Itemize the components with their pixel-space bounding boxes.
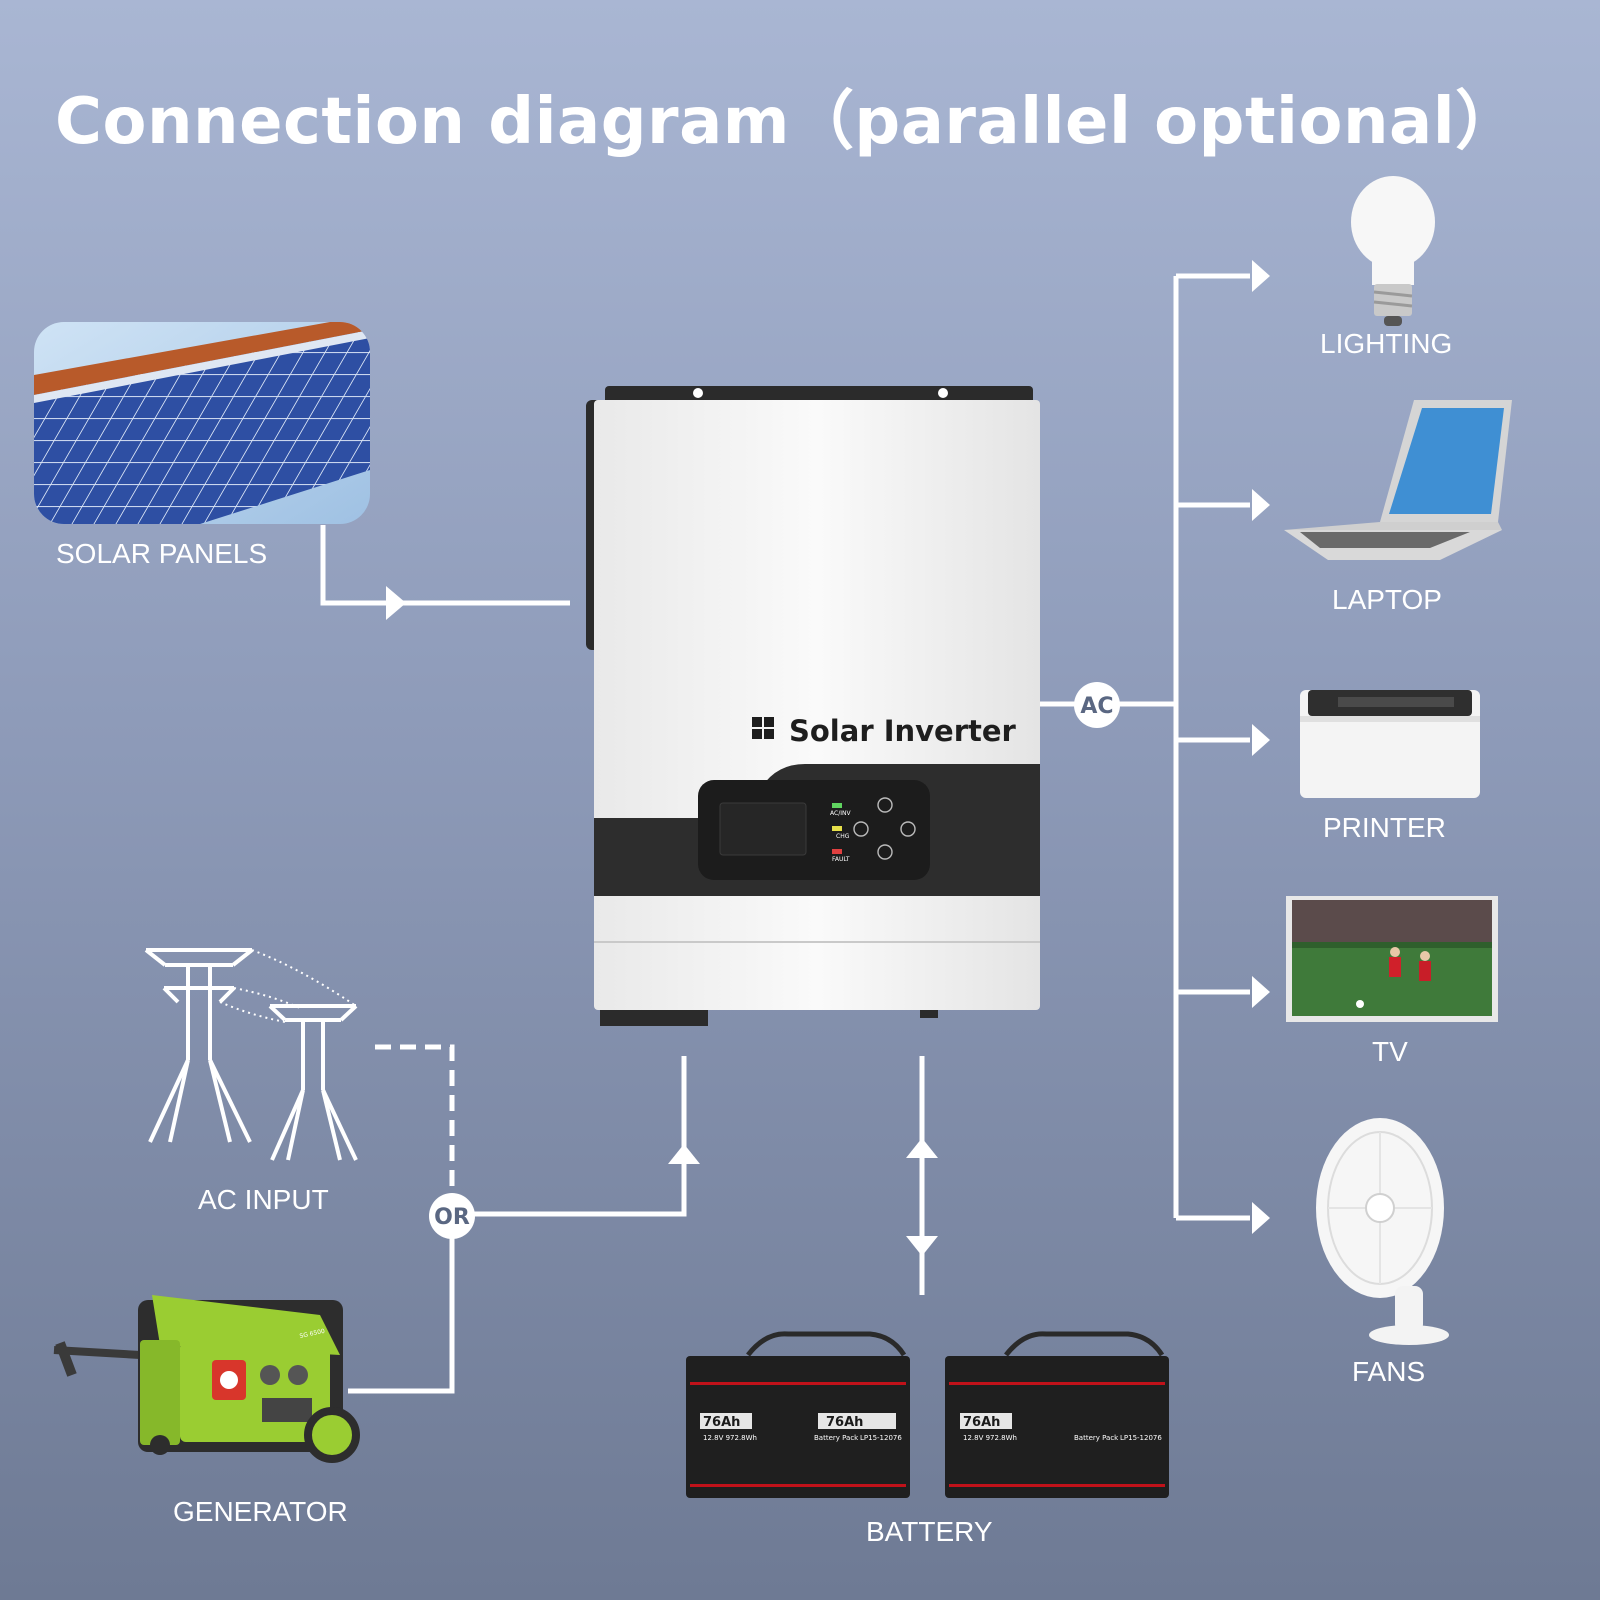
label-generator: GENERATOR	[173, 1496, 348, 1527]
solar-panel-image	[34, 322, 370, 524]
enter-button[interactable]	[900, 821, 916, 837]
label-ac-input: AC INPUT	[198, 1184, 329, 1215]
led-chg	[832, 826, 842, 831]
arrow-right-icon	[1252, 1202, 1270, 1234]
arrow-right-icon	[1252, 976, 1270, 1008]
printer-image	[1300, 690, 1480, 798]
label-solar-panels: SOLAR PANELS	[56, 538, 268, 569]
inverter-body	[594, 400, 1040, 1010]
battery-capacity: 76Ah	[703, 1415, 740, 1430]
connection-lines	[320, 273, 1250, 1394]
ac-badge: AC	[1074, 682, 1120, 728]
tv-image	[1286, 896, 1498, 1022]
label-laptop: LAPTOP	[1332, 584, 1442, 615]
svg-text:OR: OR	[434, 1205, 470, 1230]
laptop-image	[1284, 400, 1512, 560]
indicator-ac-inv: AC/INV	[830, 810, 851, 817]
arrow-right-icon	[1252, 260, 1270, 292]
inverter-unit: AC/INV CHG FAULT Solar Inverter	[586, 386, 1040, 1026]
led-fault	[832, 849, 842, 854]
input-to-inverter-line	[452, 1056, 687, 1217]
svg-text:Battery Pack: Battery Pack	[1074, 1434, 1119, 1442]
arrow-right-icon	[1252, 724, 1270, 756]
label-lighting: LIGHTING	[1320, 328, 1453, 359]
generator-image: SG 6500	[53, 1295, 360, 1463]
battery-capacity: 76Ah	[963, 1415, 1000, 1430]
svg-text:12.8V 972.8Wh: 12.8V 972.8Wh	[703, 1434, 757, 1442]
arrow-up-icon	[668, 1144, 700, 1164]
arrow-heads	[386, 260, 1270, 1256]
inverter-brand: Solar Inverter	[789, 714, 1017, 748]
svg-text:Battery Pack: Battery Pack	[814, 1434, 859, 1442]
led-ac-inv	[832, 803, 842, 808]
svg-text:LP15-12076: LP15-12076	[1120, 1434, 1162, 1442]
battery-left: 76Ah 12.8V 972.8Wh 76Ah Battery Pack LP1…	[686, 1331, 910, 1498]
label-tv: TV	[1372, 1036, 1408, 1067]
svg-text:AC: AC	[1080, 694, 1113, 719]
svg-text:LP15-12076: LP15-12076	[860, 1434, 902, 1442]
light-bulb-image	[1351, 176, 1435, 326]
page-title: Connection diagram（parallel optional）	[55, 85, 1520, 159]
menu-button[interactable]	[853, 821, 869, 837]
generator-line	[348, 1218, 455, 1394]
label-battery: BATTERY	[866, 1516, 993, 1547]
inverter-top-bracket	[605, 386, 1033, 404]
arrow-up-icon	[906, 1138, 938, 1158]
brand-logo-icon	[752, 717, 774, 739]
solar-line	[320, 525, 570, 606]
arrow-down-icon	[906, 1236, 938, 1256]
power-pylon-icon	[144, 948, 358, 1161]
arrow-right-icon	[386, 586, 406, 620]
ac-input-dashed-line	[375, 1044, 455, 1380]
arrow-right-icon	[1252, 489, 1270, 521]
fan-image	[1316, 1118, 1449, 1345]
power-wires	[219, 949, 357, 1023]
label-fans: FANS	[1352, 1356, 1426, 1387]
down-button[interactable]	[877, 844, 893, 860]
battery-right: 76Ah 12.8V 972.8Wh Battery Pack LP15-120…	[945, 1331, 1169, 1498]
battery-capacity-right: 76Ah	[826, 1415, 863, 1430]
label-printer: PRINTER	[1323, 812, 1446, 843]
up-button[interactable]	[877, 797, 893, 813]
indicator-chg: CHG	[836, 833, 850, 840]
indicator-fault: FAULT	[832, 856, 850, 863]
svg-text:12.8V 972.8Wh: 12.8V 972.8Wh	[963, 1434, 1017, 1442]
or-badge: OR	[429, 1193, 475, 1239]
lcd-screen	[719, 802, 807, 856]
